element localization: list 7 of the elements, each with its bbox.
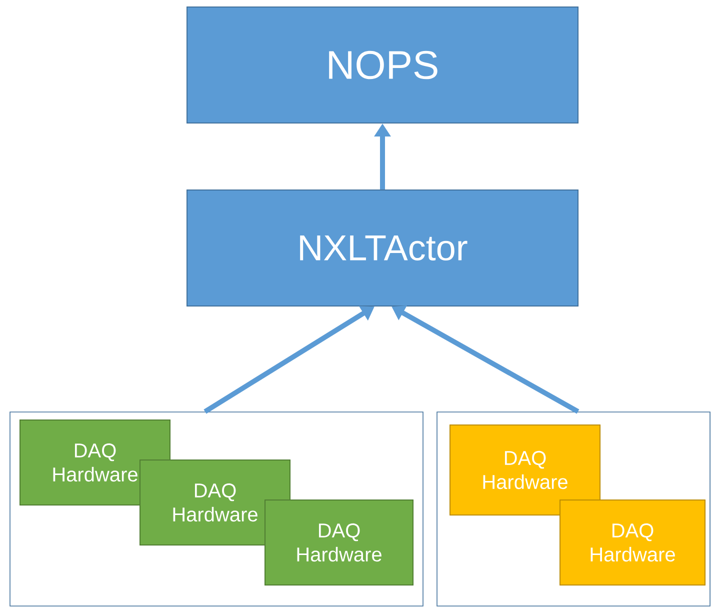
hardware-box: DAQ Hardware xyxy=(560,500,706,586)
hardware-box: DAQ Hardware xyxy=(264,500,414,586)
hardware-box: DAQ Hardware xyxy=(20,420,170,506)
process-box: NOPS xyxy=(186,6,578,124)
process-box: NXLTActor xyxy=(186,190,578,306)
hardware-box: DAQ Hardware xyxy=(140,460,290,546)
hardware-box: DAQ Hardware xyxy=(450,424,600,516)
